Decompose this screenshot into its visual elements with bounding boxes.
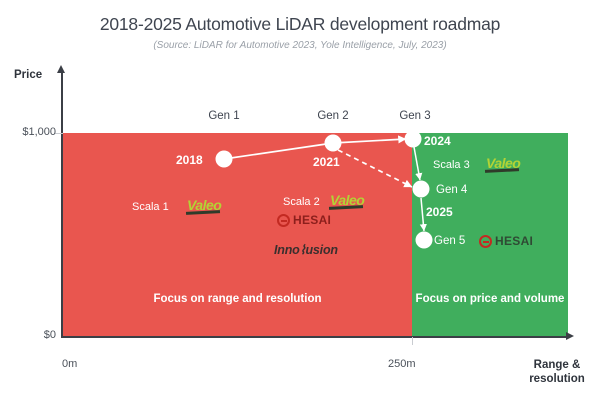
x-axis-arrow-icon [566, 332, 574, 340]
x-axis-line [61, 336, 569, 338]
y-tick-label-1000: $1,000 [22, 126, 56, 138]
x-tick-label-250m: 250m [388, 358, 416, 370]
gen-header-gen3: Gen 3 [399, 110, 431, 122]
y-tick-label-0: $0 [43, 329, 56, 341]
y-axis-line [61, 72, 63, 338]
hesai-mark-icon [479, 234, 492, 248]
product-label-scala3: Scala 3 [433, 159, 470, 171]
hesai-lockup: HESAI [277, 213, 331, 227]
hesai-logo-green-zone: HESAI [479, 234, 533, 253]
hesai-wordmark: HESAI [293, 213, 332, 227]
chart-subtitle: (Source: LiDAR for Automotive 2023, Yole… [153, 40, 447, 51]
x-tick-label-0m: 0m [62, 358, 78, 370]
page-title: 2018-2025 Automotive LiDAR development r… [99, 14, 501, 34]
gen-label-gen5: Gen 5 [434, 235, 466, 247]
gen-header-gen2: Gen 2 [317, 110, 349, 122]
data-point-gen1[interactable] [215, 150, 233, 168]
hesai-lockup: HESAI [479, 234, 533, 248]
year-label-2018: 2018 [176, 153, 203, 167]
valeo-logo-scala2: Valeo [330, 192, 365, 210]
gen-header-gen1: Gen 1 [208, 110, 240, 122]
year-label-2024: 2024 [424, 134, 451, 148]
x-tick-mark-250m [412, 337, 414, 345]
valeo-logo-scala1: Valeo [187, 197, 222, 215]
innovusion-logo: Inno⌇usion [274, 241, 338, 259]
y-tick-mark-1000 [55, 133, 63, 135]
x-axis-title: Range & resolution [516, 358, 598, 386]
y-axis-title: Price [14, 69, 43, 81]
year-label-2025: 2025 [426, 205, 453, 219]
valeo-wordmark: Valeo [486, 155, 521, 171]
data-point-gen3[interactable] [404, 130, 422, 148]
zone-red-caption: Focus on range and resolution [153, 293, 322, 305]
x-axis-title-line2: resolution [529, 373, 585, 385]
x-axis-title-line1: Range & [533, 359, 581, 371]
data-point-gen4[interactable] [412, 180, 430, 198]
product-label-scala2: Scala 2 [283, 196, 320, 208]
hesai-wordmark: HESAI [495, 234, 534, 248]
hesai-mark-icon [277, 213, 290, 227]
innovusion-wordmark: Inno⌇usion [274, 243, 338, 257]
year-label-2021: 2021 [313, 155, 340, 169]
product-label-scala1: Scala 1 [132, 201, 169, 213]
y-axis-arrow-icon [57, 65, 65, 73]
data-point-gen2[interactable] [324, 134, 342, 152]
valeo-logo-scala3: Valeo [486, 155, 521, 173]
valeo-wordmark: Valeo [187, 197, 222, 213]
data-point-gen5[interactable] [415, 231, 433, 249]
valeo-wordmark: Valeo [330, 192, 365, 208]
gen-label-gen4: Gen 4 [436, 184, 468, 196]
hesai-logo-red-zone: HESAI [277, 213, 331, 232]
zone-green-caption: Focus on price and volume [415, 293, 565, 305]
